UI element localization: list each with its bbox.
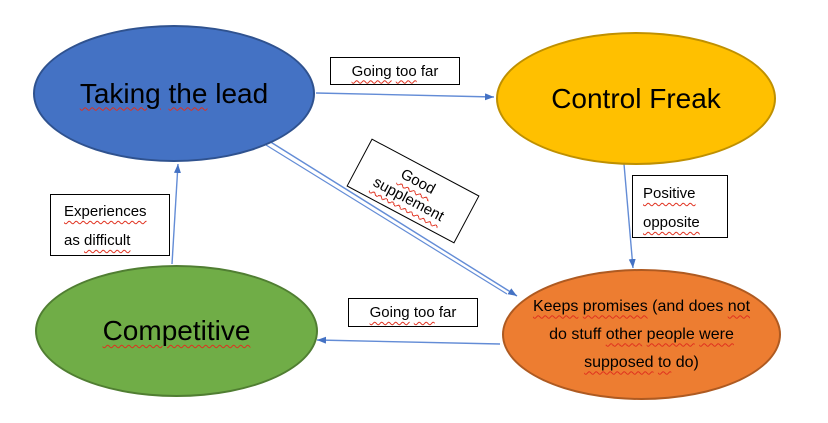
text-line: Positive (643, 179, 727, 208)
text-segment: too (413, 304, 435, 321)
text-line: opposite (643, 208, 727, 237)
edge-label-experiences-as-difficult[interactable]: Experiences as difficult (50, 194, 170, 256)
text-segment: as (64, 232, 85, 249)
text-segment: Going (351, 62, 392, 80)
text-segment: were (699, 325, 734, 343)
arrow-competitive-to-lead[interactable] (171, 163, 181, 265)
text-line: Going too far (370, 304, 457, 321)
text-segment: Experiences (64, 203, 147, 220)
text-segment: Competitive (102, 315, 251, 346)
node-competitive-label: Competitive (103, 314, 251, 348)
arrow-lead-to-control-freak[interactable] (315, 92, 495, 101)
text-segment: (and does (647, 297, 728, 315)
text-segment: far (434, 304, 457, 321)
text-segment: do stuff (549, 325, 606, 343)
text-segment: too (395, 62, 417, 80)
edge-label-going-too-far-bottom[interactable]: Going too far (348, 298, 478, 327)
text-segment: people (646, 325, 695, 343)
text-segment: not (727, 297, 751, 315)
edge-label-positive-opposite[interactable]: Positive opposite (632, 175, 728, 238)
node-taking-the-lead[interactable]: Taking the lead (33, 25, 315, 162)
text-segment: lead (207, 77, 269, 109)
text-line: as difficult (64, 226, 169, 255)
text-segment: do) (671, 353, 699, 371)
text-segment: opposite (643, 214, 700, 231)
text-line: do stuff other people were (533, 321, 750, 349)
text-line: Going too far (352, 63, 439, 80)
node-competitive[interactable]: Competitive (35, 265, 318, 397)
node-keeps-promises[interactable]: Keeps promises (and does not do stuff ot… (502, 269, 781, 400)
node-keeps-promises-label: Keeps promises (and does not do stuff ot… (533, 293, 750, 377)
edge-label-going-too-far-top[interactable]: Going too far (330, 57, 460, 85)
text-segment: the (168, 77, 208, 109)
arrow-good-supplement-secondary-line[interactable] (265, 144, 508, 295)
text-line: Keeps promises (and does not (533, 293, 750, 321)
node-control-freak-label: Control Freak (551, 82, 721, 116)
text-segment: other (605, 325, 643, 343)
text-segment (161, 78, 169, 109)
text-segment: to (657, 353, 672, 371)
text-segment: promises (582, 297, 648, 315)
node-control-freak[interactable]: Control Freak (496, 32, 776, 165)
arrow-lead-to-keeps-promises[interactable] (268, 140, 518, 297)
text-segment: Taking (79, 77, 161, 109)
text-segment: Keeps (532, 297, 579, 315)
text-segment: far (416, 62, 439, 80)
text-segment: Control Freak (551, 82, 721, 114)
text-line: supposed to do) (533, 349, 750, 377)
text-line: Experiences (64, 197, 169, 226)
text-segment: Positive (643, 185, 696, 202)
text-segment: supposed (584, 353, 654, 371)
text-segment: Going (369, 304, 410, 321)
arrow-control-freak-to-keeps-promises[interactable] (623, 163, 636, 269)
node-taking-the-lead-label: Taking the lead (80, 77, 268, 111)
text-segment: difficult (84, 232, 131, 249)
arrow-keeps-promises-to-competitive[interactable] (316, 336, 501, 345)
